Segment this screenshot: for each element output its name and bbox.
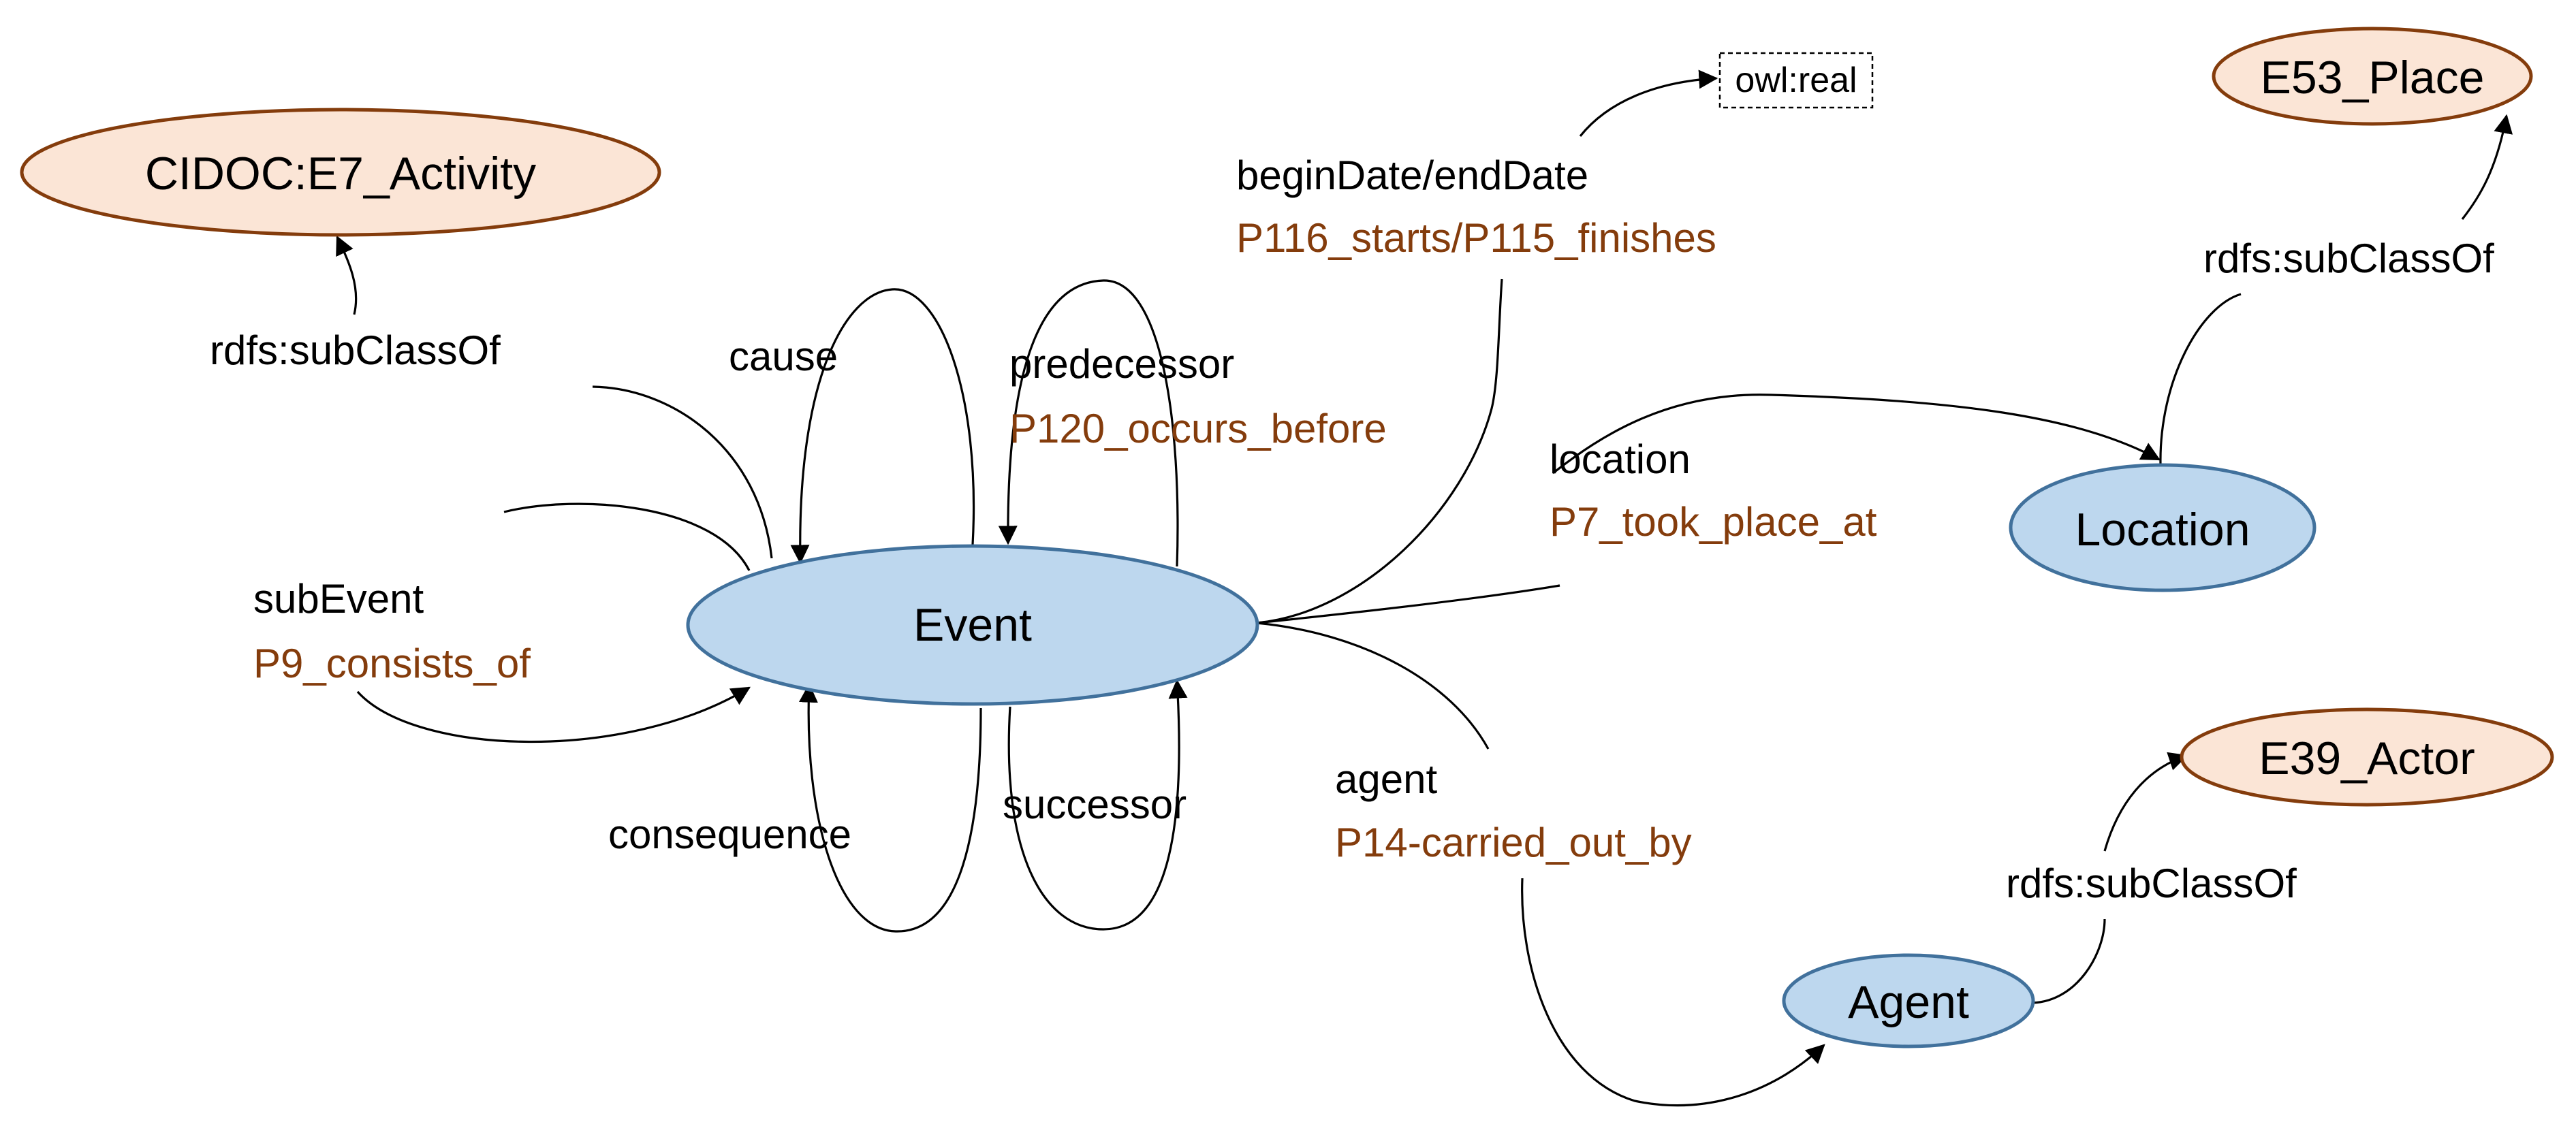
label-successor: successor [1003, 782, 1187, 827]
literal-owl-real-label: owl:real [1735, 61, 1857, 100]
label-location: location [1550, 436, 1691, 482]
edge-subclass-actor [2032, 756, 2186, 1004]
edge-dates [1256, 78, 1716, 624]
node-agent-label: Agent [1848, 976, 1969, 1028]
node-agent[interactable]: Agent [1782, 953, 2035, 1048]
node-e7-activity-label: CIDOC:E7_Activity [145, 148, 536, 199]
node-e53-place-label: E53_Place [2261, 52, 2485, 103]
edge-subclass-place [2159, 116, 2507, 465]
node-location-label: Location [2075, 504, 2250, 556]
node-e39-actor-label: E39_Actor [2259, 733, 2475, 784]
edge-cause [790, 288, 975, 564]
label-subclass-activity: rdfs:subClassOf [210, 327, 501, 373]
label-dates-cidoc: P116_starts/P115_finishes [1236, 215, 1716, 261]
edge-subclass-activity [337, 237, 773, 559]
edge-sub-event [356, 502, 749, 743]
edge-successor [1007, 679, 1188, 931]
label-subclass-actor: rdfs:subClassOf [2006, 861, 2297, 906]
node-event[interactable]: Event [686, 544, 1259, 706]
label-subclass-place: rdfs:subClassOf [2203, 236, 2494, 281]
literal-owl-real[interactable]: owl:real [1718, 52, 1874, 109]
label-dates: beginDate/endDate [1236, 153, 1588, 198]
node-e7-activity[interactable]: CIDOC:E7_Activity [20, 108, 661, 237]
label-predecessor-cidoc: P120_occurs_before [1009, 406, 1387, 451]
label-location-cidoc: P7_took_place_at [1550, 499, 1877, 545]
node-location[interactable]: Location [2009, 463, 2316, 592]
node-event-label: Event [913, 599, 1032, 651]
node-e53-place[interactable]: E53_Place [2212, 27, 2533, 126]
label-consequence: consequence [608, 812, 851, 857]
edge-location [1256, 394, 2159, 624]
label-agent-cidoc: P14-carried_out_by [1335, 820, 1692, 865]
label-sub-event: subEvent [253, 576, 424, 622]
label-sub-event-cidoc: P9_consists_of [253, 641, 531, 686]
edge-consequence [798, 683, 982, 933]
node-e39-actor[interactable]: E39_Actor [2180, 707, 2554, 807]
label-cause: cause [729, 334, 838, 379]
edge-predecessor [998, 279, 1179, 567]
edge-agent [1256, 622, 1824, 1107]
label-predecessor: predecessor [1009, 341, 1234, 387]
label-agent: agent [1335, 756, 1437, 802]
